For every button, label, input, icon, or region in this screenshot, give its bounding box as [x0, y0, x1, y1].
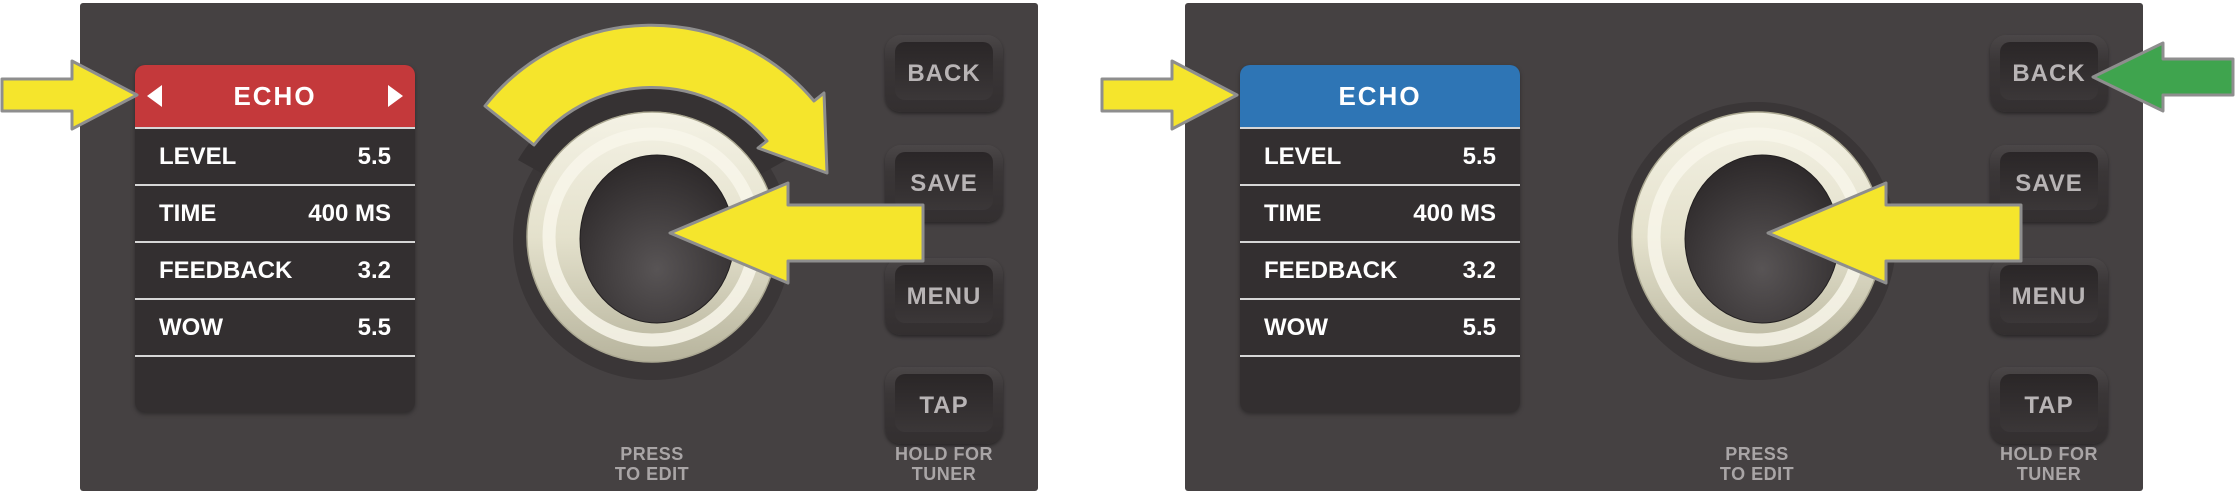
knob-caption-line2: TO EDIT — [614, 464, 690, 484]
tap-button-label: TAP — [919, 391, 969, 419]
param-row-feedback: FEEDBACK 3.2 — [135, 241, 415, 298]
param-row-feedback: FEEDBACK 3.2 — [1240, 241, 1520, 298]
param-row-level: LEVEL 5.5 — [1240, 127, 1520, 184]
tap-caption-line2: TUNER — [911, 464, 977, 484]
param-label: TIME — [159, 199, 217, 227]
prev-item-icon — [147, 85, 162, 107]
screen-header: ECHO — [1240, 65, 1520, 127]
screen-title: ECHO — [233, 80, 317, 111]
knob-caption-line2: TO EDIT — [1719, 464, 1795, 484]
back-button-label: BACK — [907, 59, 981, 87]
param-row-empty — [135, 355, 415, 412]
menu-button[interactable]: MENU — [1990, 258, 2108, 335]
screen-title: ECHO — [1338, 80, 1422, 111]
param-value: 5.5 — [357, 313, 391, 341]
param-label: FEEDBACK — [1264, 256, 1398, 284]
param-row-wow: WOW 5.5 — [135, 298, 415, 355]
tap-caption-line1: HOLD FOR — [895, 444, 993, 464]
param-label: FEEDBACK — [159, 256, 293, 284]
param-value: 5.5 — [1462, 142, 1496, 170]
param-label: LEVEL — [159, 142, 237, 170]
tap-button-label: TAP — [2024, 391, 2074, 419]
menu-button-label: MENU — [906, 282, 982, 310]
menu-button[interactable]: MENU — [885, 258, 1003, 335]
param-label: LEVEL — [1264, 142, 1342, 170]
tap-caption: HOLD FOR TUNER — [1959, 444, 2139, 484]
save-button-label: SAVE — [910, 169, 978, 197]
knob-caption-line1: PRESS — [620, 444, 684, 464]
back-button[interactable]: BACK — [885, 35, 1003, 112]
param-value: 400 MS — [1413, 199, 1496, 227]
param-row-wow: WOW 5.5 — [1240, 298, 1520, 355]
save-button[interactable]: SAVE — [1990, 145, 2108, 222]
param-value: 3.2 — [357, 256, 391, 284]
device-panel-right: ECHO LEVEL 5.5 TIME 400 MS FEEDBACK 3.2 … — [1185, 3, 2143, 491]
knob-center — [579, 154, 735, 324]
tap-button[interactable]: TAP — [1990, 367, 2108, 444]
tap-button[interactable]: TAP — [885, 367, 1003, 444]
knob-center — [1684, 154, 1840, 324]
knob-caption: PRESS TO EDIT — [562, 444, 742, 484]
param-label: WOW — [159, 313, 223, 341]
rotary-knob[interactable] — [502, 87, 802, 387]
back-button-label: BACK — [2012, 59, 2086, 87]
param-row-time: TIME 400 MS — [1240, 184, 1520, 241]
param-value: 400 MS — [308, 199, 391, 227]
param-value: 5.5 — [357, 142, 391, 170]
next-item-icon — [388, 85, 403, 107]
save-button-label: SAVE — [2015, 169, 2083, 197]
param-value: 3.2 — [1462, 256, 1496, 284]
device-panel-left: ECHO LEVEL 5.5 TIME 400 MS FEEDBACK 3.2 … — [80, 3, 1038, 491]
param-row-time: TIME 400 MS — [135, 184, 415, 241]
param-value: 5.5 — [1462, 313, 1496, 341]
param-label: WOW — [1264, 313, 1328, 341]
back-button[interactable]: BACK — [1990, 35, 2108, 112]
knob-caption: PRESS TO EDIT — [1667, 444, 1847, 484]
tap-caption-line2: TUNER — [2016, 464, 2082, 484]
save-button[interactable]: SAVE — [885, 145, 1003, 222]
param-row-empty — [1240, 355, 1520, 412]
menu-button-label: MENU — [2011, 282, 2087, 310]
lcd-screen: ECHO LEVEL 5.5 TIME 400 MS FEEDBACK 3.2 … — [135, 65, 415, 412]
rotary-knob[interactable] — [1607, 87, 1907, 387]
lcd-screen: ECHO LEVEL 5.5 TIME 400 MS FEEDBACK 3.2 … — [1240, 65, 1520, 412]
param-label: TIME — [1264, 199, 1322, 227]
screen-header: ECHO — [135, 65, 415, 127]
knob-caption-line1: PRESS — [1725, 444, 1789, 464]
tap-caption: HOLD FOR TUNER — [854, 444, 1034, 484]
param-row-level: LEVEL 5.5 — [135, 127, 415, 184]
tap-caption-line1: HOLD FOR — [2000, 444, 2098, 464]
